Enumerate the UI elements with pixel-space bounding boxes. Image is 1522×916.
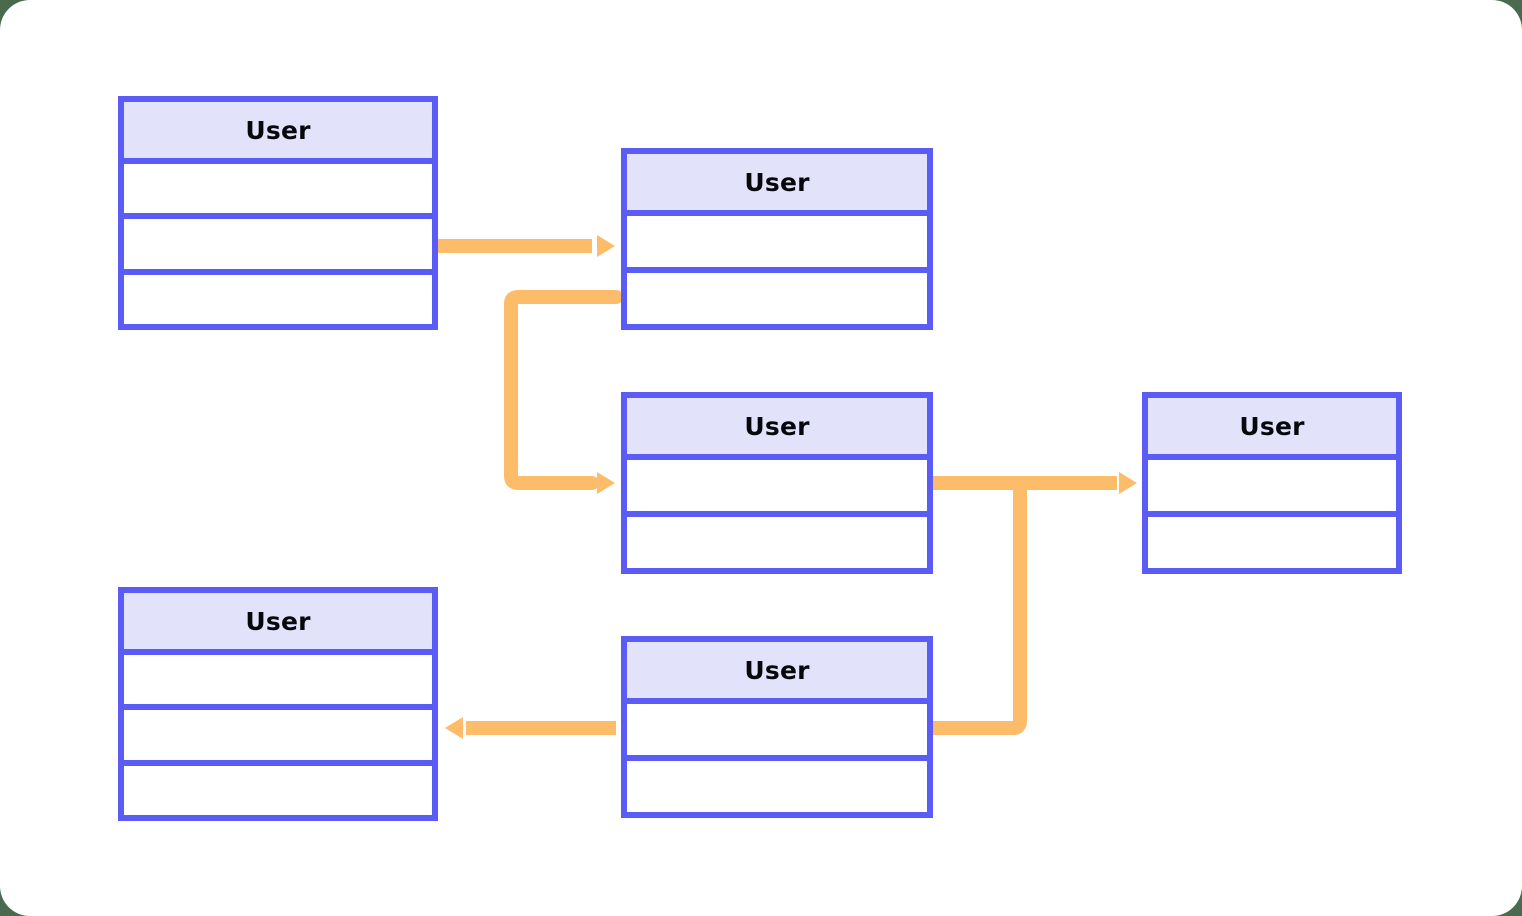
uml-class-5-title: User bbox=[124, 593, 432, 655]
connector-class2-to-class3[interactable] bbox=[504, 290, 623, 494]
uml-class-6-compartment-1[interactable] bbox=[627, 704, 927, 761]
uml-class-6[interactable]: User bbox=[621, 636, 933, 818]
connector-line bbox=[504, 290, 623, 490]
uml-class-1-compartment-3[interactable] bbox=[124, 274, 432, 324]
uml-class-6-compartment-2[interactable] bbox=[627, 761, 927, 812]
uml-class-5-compartment-2[interactable] bbox=[124, 710, 432, 766]
connector-line-riser bbox=[933, 483, 1027, 735]
uml-class-2-compartment-1[interactable] bbox=[627, 216, 927, 273]
connector-class6-to-class5[interactable] bbox=[445, 717, 616, 739]
connector-merge-to-class4[interactable] bbox=[933, 472, 1137, 735]
uml-class-1-compartment-1[interactable] bbox=[124, 164, 432, 220]
uml-class-3-title: User bbox=[627, 398, 927, 460]
arrowhead-right bbox=[597, 472, 615, 494]
uml-class-2-title: User bbox=[627, 154, 927, 216]
uml-class-4-title: User bbox=[1148, 398, 1396, 460]
connector-class1-to-class2[interactable] bbox=[438, 235, 615, 257]
uml-class-3[interactable]: User bbox=[621, 392, 933, 574]
uml-class-6-title: User bbox=[627, 642, 927, 704]
uml-class-4[interactable]: User bbox=[1142, 392, 1402, 574]
uml-class-1[interactable]: User bbox=[118, 96, 438, 330]
uml-class-2[interactable]: User bbox=[621, 148, 933, 330]
uml-class-3-compartment-2[interactable] bbox=[627, 517, 927, 568]
uml-class-4-compartment-2[interactable] bbox=[1148, 517, 1396, 568]
arrowhead-right bbox=[1119, 472, 1137, 494]
uml-class-4-compartment-1[interactable] bbox=[1148, 460, 1396, 517]
uml-class-5[interactable]: User bbox=[118, 587, 438, 821]
uml-class-3-compartment-1[interactable] bbox=[627, 460, 927, 517]
uml-class-1-compartment-2[interactable] bbox=[124, 219, 432, 275]
uml-class-5-compartment-3[interactable] bbox=[124, 765, 432, 815]
uml-class-2-compartment-2[interactable] bbox=[627, 273, 927, 324]
uml-class-5-compartment-1[interactable] bbox=[124, 655, 432, 711]
uml-class-1-title: User bbox=[124, 102, 432, 164]
arrowhead-left bbox=[445, 717, 463, 739]
arrowhead-right bbox=[597, 235, 615, 257]
